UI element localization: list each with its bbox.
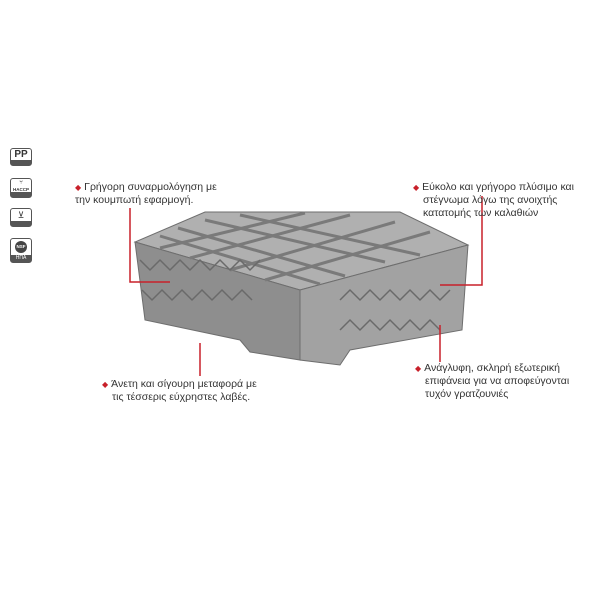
callout-text: επιφάνεια για να αποφεύγονται xyxy=(425,375,570,387)
callout-lines xyxy=(129,196,483,376)
badge-label: HACCP xyxy=(12,187,29,192)
badge-label: NSF xyxy=(15,241,27,253)
callout-text: Άνετη και σίγουρη μεταφορά με xyxy=(111,378,257,390)
callout-text: Γρήγορη συναρμολόγηση με xyxy=(84,181,217,193)
callout-text: τυχόν γρατζουνιές xyxy=(425,388,509,400)
badge-label: PP xyxy=(14,149,28,160)
callout-text: Εύκολο και γρήγορο πλύσιμο και xyxy=(422,181,574,193)
callout-quick-assembly: ◆Γρήγορη συναρμολόγηση με την κουμπωτή ε… xyxy=(75,181,217,207)
rack xyxy=(133,211,470,366)
nsf-icon: NSF ΗΠΑ xyxy=(10,238,32,263)
food-safe-icon: ⊻ xyxy=(10,208,32,227)
diamond-bullet-icon: ◆ xyxy=(75,183,82,192)
callout-text: τις τέσσερις εύχρηστες λαβές. xyxy=(112,391,251,403)
callout-handles: ◆Άνετη και σίγουρη μεταφορά με τις τέσσε… xyxy=(102,378,257,404)
diamond-bullet-icon: ◆ xyxy=(415,364,422,373)
callout-text: στέγνωμα λόγω της ανοιχτής xyxy=(423,194,558,206)
callout-easy-washing: ◆Εύκολο και γρήγορο πλύσιμο και στέγνωμα… xyxy=(413,181,574,220)
haccp-icon: ⑂ HACCP xyxy=(10,178,32,198)
callout-text: κατατομής των καλαθιών xyxy=(423,207,539,219)
callout-text: Ανάγλυφη, σκληρή εξωτερική xyxy=(424,362,560,374)
badge-sub: ΗΠΑ xyxy=(11,255,31,262)
callout-hard-surface: ◆Ανάγλυφη, σκληρή εξωτερική επιφάνεια γι… xyxy=(415,362,569,401)
callout-text: την κουμπωτή εφαρμογή. xyxy=(75,194,194,206)
diamond-bullet-icon: ◆ xyxy=(413,183,420,192)
pp-plastic-icon: PP xyxy=(10,148,32,166)
diamond-bullet-icon: ◆ xyxy=(102,380,109,389)
